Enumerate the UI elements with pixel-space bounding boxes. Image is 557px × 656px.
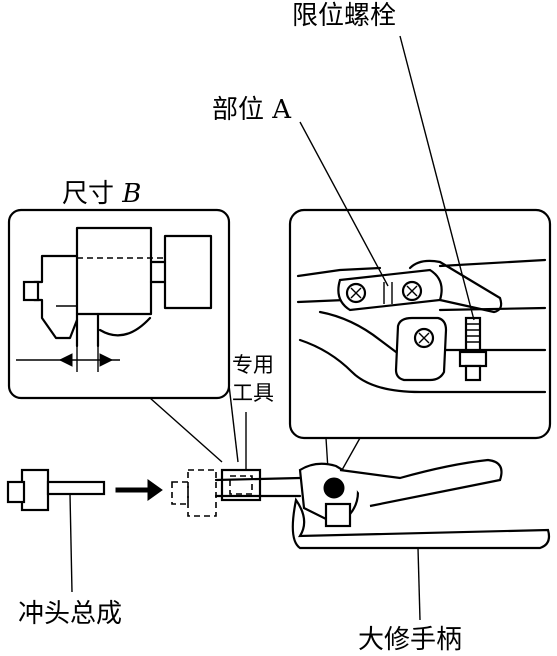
main-assembly — [6, 412, 551, 621]
limit-bolt-shank — [464, 316, 482, 354]
punch-assembly — [6, 468, 106, 593]
detail-panel-frame — [7, 208, 231, 400]
dimension-arrow-left — [58, 353, 73, 367]
leader-part-a — [299, 121, 389, 287]
label-dimension-b: 尺寸 B — [62, 179, 141, 209]
pivot-screw-left-slot — [350, 287, 362, 299]
dimension-arrow-right — [99, 353, 114, 367]
body-curve-inner — [318, 310, 398, 354]
jaw-pivot — [323, 477, 345, 499]
detail-panel-dimension-b — [7, 208, 239, 463]
punch-leader — [69, 493, 73, 593]
panel-body-block — [75, 226, 153, 316]
label-limit-bolt: 限位螺栓 — [292, 1, 396, 31]
punch-rod — [46, 480, 106, 496]
jaw-lower-block — [324, 502, 352, 528]
panel-nut — [22, 280, 40, 302]
detail-panel-part-a — [288, 35, 552, 471]
lower-rail — [296, 298, 547, 312]
punch-ghost-head — [187, 469, 217, 517]
upper-handle — [339, 458, 503, 508]
label-special-tool-line1: 专用 — [232, 353, 274, 377]
punch-nut — [6, 480, 26, 504]
callout-line-handle-right — [341, 437, 361, 471]
punch-head — [20, 468, 50, 512]
lower-block-screw-slot — [418, 332, 430, 344]
limit-bolt-thread — [466, 323, 480, 343]
pivot-screw-mid-slot — [406, 285, 418, 297]
limit-bolt-nut — [458, 350, 488, 368]
label-dimension-b-prefix: 尺寸 — [62, 179, 122, 209]
lower-handle — [291, 497, 551, 550]
leader-limit-bolt — [399, 35, 475, 321]
insert-arrow — [115, 479, 163, 501]
callout-line-right — [228, 384, 239, 463]
panel-right-block — [163, 234, 213, 310]
panel-pin — [75, 312, 100, 348]
body-curve-lower — [298, 338, 547, 394]
detail-panel-frame-right — [288, 208, 552, 440]
panel-arc — [98, 316, 152, 337]
callout-line-left — [149, 397, 223, 463]
label-part-a: 部位 A — [212, 95, 292, 125]
handle-leader — [417, 547, 421, 621]
upper-rail — [296, 258, 547, 278]
label-dimension-b-var: B — [121, 179, 141, 209]
punch-ghost-nut — [171, 481, 189, 505]
label-special-tool-line2: 工具 — [232, 381, 274, 405]
lever-arm — [408, 259, 503, 314]
panel-left-head — [32, 254, 79, 340]
lower-block — [394, 316, 448, 382]
label-punch-assembly: 冲头总成 — [18, 599, 122, 629]
label-overhaul-handle: 大修手柄 — [358, 625, 462, 655]
limit-bolt-tip — [464, 364, 482, 382]
special-tool-inner — [229, 475, 253, 495]
